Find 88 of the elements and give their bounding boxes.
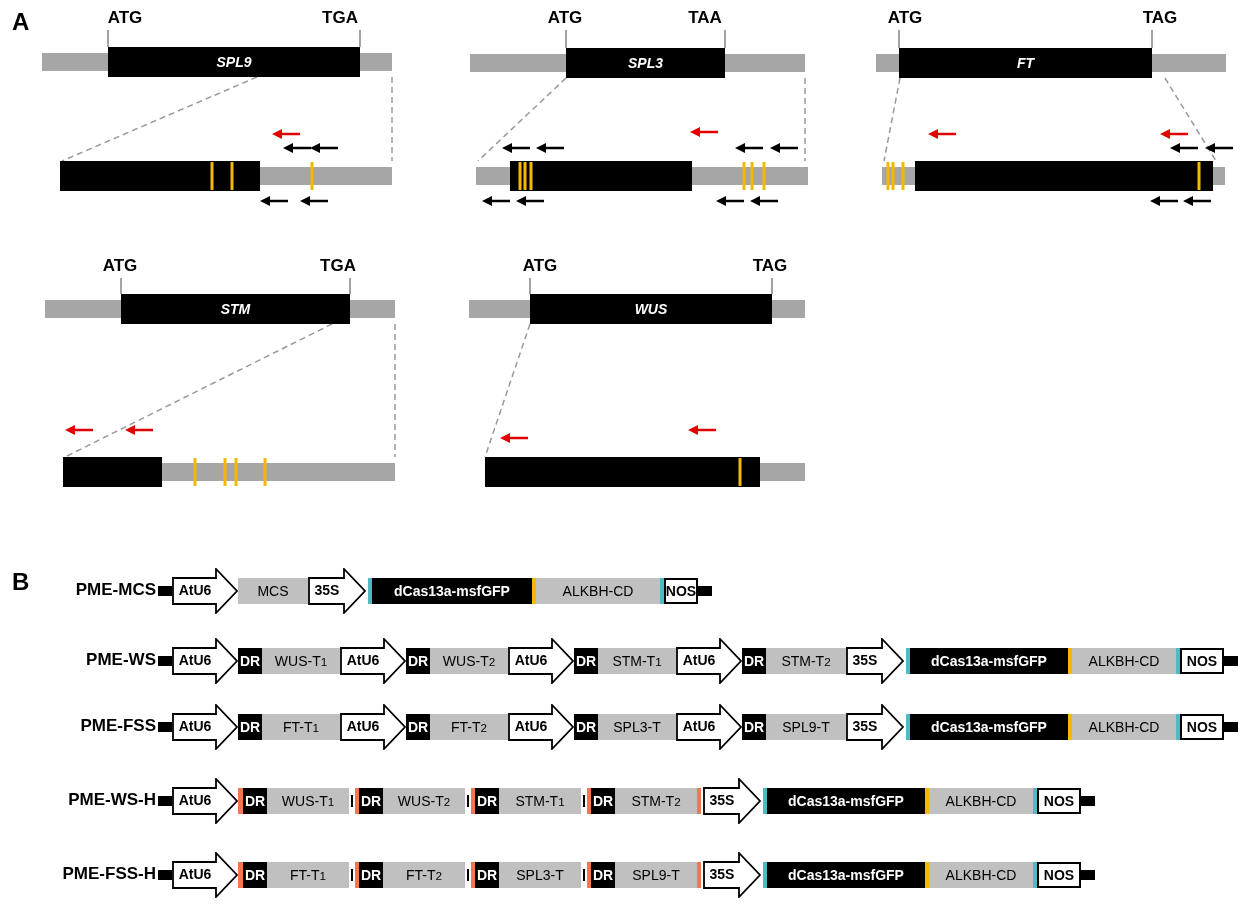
- codon-label: ATG: [546, 8, 584, 28]
- codon-label: TAA: [687, 8, 723, 28]
- repeat-block: DR: [243, 788, 267, 814]
- sequence-block: SPL9-T: [615, 862, 697, 888]
- repeat-block: DR: [238, 714, 262, 740]
- sequence-block: MCS: [238, 578, 308, 604]
- fusion-gene-block: dCas13a-msfGFP: [910, 714, 1068, 740]
- promoter-symbol: AtU6: [676, 638, 742, 684]
- dashed-guide-line: [804, 77, 806, 162]
- promoter-symbol: 35S: [703, 852, 761, 898]
- sequence-block: SPL9-T: [766, 714, 846, 740]
- codon-label: TAG: [1141, 8, 1179, 28]
- terminator-block: NOS: [664, 578, 698, 604]
- fusion-gene-block: dCas13a-msfGFP: [910, 648, 1068, 674]
- gene-detail-drawing: [63, 457, 395, 487]
- sequence-block: ALKBH-CD: [536, 578, 660, 604]
- sequence-block: ALKBH-CD: [1072, 648, 1176, 674]
- sequence-block: SPL3-T: [598, 714, 676, 740]
- construct-name: PME-MCS: [75, 580, 156, 600]
- promoter-symbol: 35S: [846, 638, 904, 684]
- dashed-guide-line: [477, 77, 567, 162]
- dashed-guide-line: [391, 76, 393, 162]
- panel-letter: B: [12, 568, 30, 596]
- gene-model: WUS: [469, 294, 805, 324]
- promoter-symbol: AtU6: [172, 778, 238, 824]
- codon-label: ATG: [521, 256, 559, 276]
- promoter-symbol: AtU6: [508, 704, 574, 750]
- gene-detail-drawing: [60, 161, 392, 191]
- fusion-gene-block: dCas13a-msfGFP: [372, 578, 532, 604]
- repeat-block: DR: [742, 648, 766, 674]
- promoter-symbol: AtU6: [340, 638, 406, 684]
- repeat-block: DR: [591, 788, 615, 814]
- promoter-symbol: 35S: [703, 778, 761, 824]
- promoter-symbol: AtU6: [172, 568, 238, 614]
- dashed-guide-line: [61, 76, 258, 162]
- fusion-gene-block: dCas13a-msfGFP: [767, 788, 925, 814]
- promoter-symbol: AtU6: [172, 704, 238, 750]
- terminator-block: NOS: [1180, 714, 1224, 740]
- repeat-block: DR: [406, 714, 430, 740]
- promoter-symbol: AtU6: [172, 638, 238, 684]
- gene-detail-drawing: [485, 457, 805, 487]
- promoter-symbol: 35S: [308, 568, 366, 614]
- construct-name: PME-WS: [86, 650, 156, 670]
- repeat-block: DR: [359, 862, 383, 888]
- gene-detail-drawing: [882, 161, 1225, 191]
- construct-name: PME-FSS: [80, 716, 156, 736]
- repeat-block: DR: [243, 862, 267, 888]
- codon-label: TGA: [321, 8, 359, 28]
- promoter-symbol: AtU6: [172, 852, 238, 898]
- repeat-block: DR: [475, 788, 499, 814]
- repeat-block: DR: [591, 862, 615, 888]
- terminator-block: NOS: [1037, 788, 1081, 814]
- repeat-block: DR: [574, 714, 598, 740]
- repeat-block: DR: [406, 648, 430, 674]
- sequence-block: ALKBH-CD: [929, 862, 1033, 888]
- repeat-block: DR: [742, 714, 766, 740]
- repeat-block: DR: [238, 648, 262, 674]
- gene-model: FT: [876, 48, 1226, 78]
- sequence-block: ALKBH-CD: [929, 788, 1033, 814]
- codon-label: TGA: [319, 256, 357, 276]
- codon-label: TAG: [751, 256, 789, 276]
- repeat-block: DR: [359, 788, 383, 814]
- promoter-symbol: AtU6: [676, 704, 742, 750]
- repeat-block: DR: [574, 648, 598, 674]
- construct-name: PME-WS-H: [68, 790, 156, 810]
- gene-model: STM: [45, 294, 395, 324]
- dashed-guide-line: [394, 323, 396, 458]
- codon-label: ATG: [106, 8, 144, 28]
- codon-label: ATG: [101, 256, 139, 276]
- promoter-symbol: 35S: [846, 704, 904, 750]
- construct-name: PME-FSS-H: [62, 864, 156, 884]
- repeat-block: DR: [475, 862, 499, 888]
- promoter-symbol: AtU6: [508, 638, 574, 684]
- gene-detail-drawing: [476, 161, 808, 191]
- dashed-guide-line: [883, 77, 901, 162]
- sequence-block: ALKBH-CD: [1072, 714, 1176, 740]
- dashed-guide-line: [1164, 77, 1217, 162]
- codon-label: ATG: [886, 8, 924, 28]
- dashed-guide-line: [64, 323, 333, 458]
- gene-model: SPL9: [42, 47, 392, 77]
- dashed-guide-line: [484, 323, 531, 458]
- panel-letter: A: [12, 8, 30, 36]
- terminator-block: NOS: [1037, 862, 1081, 888]
- fusion-gene-block: dCas13a-msfGFP: [767, 862, 925, 888]
- terminator-block: NOS: [1180, 648, 1224, 674]
- sequence-block: SPL3-T: [499, 862, 581, 888]
- promoter-symbol: AtU6: [340, 704, 406, 750]
- gene-model: SPL3: [470, 48, 805, 78]
